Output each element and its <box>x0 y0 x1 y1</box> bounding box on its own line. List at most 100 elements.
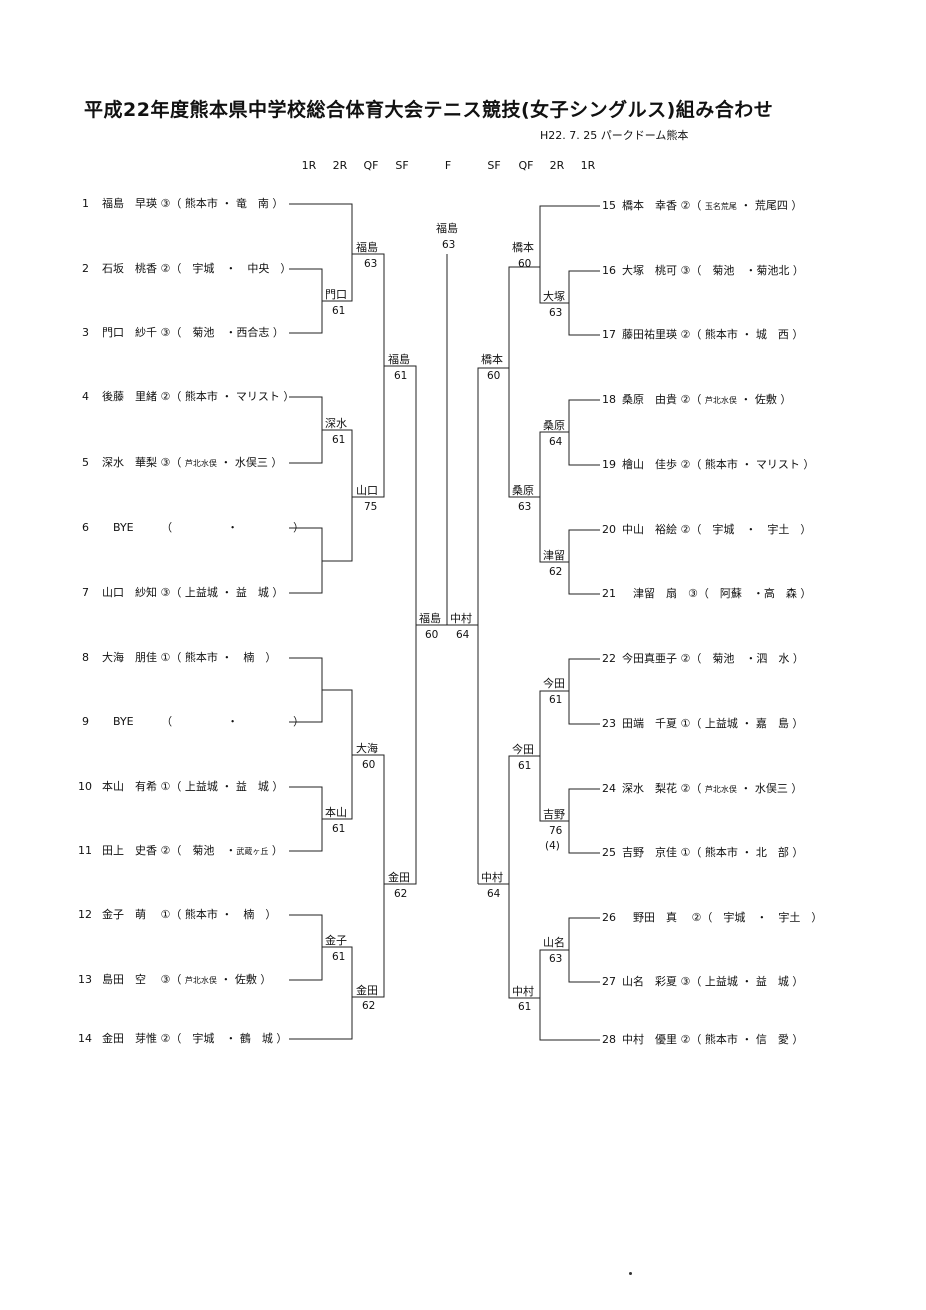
player-number: 3 <box>82 326 89 339</box>
match-winner: 今田 <box>512 743 534 756</box>
player-name: 大塚 桃可 <box>622 264 677 277</box>
player-name: 藤田祐里瑛 <box>622 328 677 341</box>
player-grade: ③ <box>680 264 691 277</box>
player-school: 鶴 城 <box>239 1032 273 1045</box>
player-region: 宇城 <box>723 911 746 924</box>
player-entry: 9 BYE （ ・ ） <box>82 715 305 728</box>
player-number: 11 <box>78 844 92 857</box>
player-school: マリスト <box>755 458 800 471</box>
bracket-line <box>322 946 353 997</box>
player-school: 宇土 <box>778 911 801 924</box>
player-grade: ② <box>680 458 691 471</box>
bracket-line <box>384 628 417 885</box>
player-number: 9 <box>82 715 89 728</box>
match-score: 62 <box>394 888 408 900</box>
player-name: BYE <box>113 715 134 728</box>
round-header-final: F <box>444 159 452 172</box>
match-score: 62 <box>362 1000 376 1012</box>
player-region: 上益城 <box>184 586 218 599</box>
player-region: 熊本市 <box>704 1033 738 1046</box>
bracket-line <box>322 689 353 755</box>
round-header-left-sf: SF <box>395 159 409 172</box>
match-winner: 今田 <box>543 677 565 690</box>
match-winner: 深水 <box>325 417 347 430</box>
player-number: 1 <box>82 197 89 210</box>
bracket-line <box>384 365 417 628</box>
bracket-line <box>539 497 569 563</box>
player-grade: ② <box>680 328 691 341</box>
bracket-line <box>568 399 600 466</box>
match-score: 63 <box>364 258 378 270</box>
match-winner: 大塚 <box>543 290 565 303</box>
player-name: 深水 華梨 <box>102 456 157 469</box>
bracket-line <box>322 429 353 497</box>
player-name: 檜山 佳歩 <box>622 458 677 471</box>
player-school: 佐敷 <box>754 393 777 406</box>
bracket-line <box>539 998 600 1041</box>
bracket-line <box>539 690 569 756</box>
player-school: 荒尾四 <box>754 199 788 212</box>
player-name: 中山 裕絵 <box>622 523 677 536</box>
player-number: 2 <box>82 262 89 275</box>
player-name: 桑原 由貴 <box>622 393 677 406</box>
player-grade: ① <box>160 908 171 921</box>
player-region: 阿蘇 <box>719 587 742 600</box>
round-header-right-sf: SF <box>487 159 501 172</box>
player-region: 玉名荒尾 <box>704 202 737 211</box>
player-region: 熊本市 <box>184 908 218 921</box>
match-score: 64 <box>487 888 501 900</box>
match-score: 63 <box>549 307 563 319</box>
player-number: 25 <box>602 846 616 859</box>
player-name: 石坂 桃香 <box>102 262 157 275</box>
match-score: 63 <box>518 501 532 513</box>
page-title: 平成22年度熊本県中学校総合体育大会テニス競技(女子シングルス)組み合わせ <box>84 99 774 121</box>
player-name: 山口 紗知 <box>102 586 157 599</box>
player-number: 12 <box>78 908 92 921</box>
player-name: 橋本 幸香 <box>622 199 677 212</box>
match-score: 60 <box>487 370 501 382</box>
player-grade: ② <box>680 1033 691 1046</box>
match-score: 61 <box>518 1001 532 1013</box>
match-score: 60 <box>362 759 376 771</box>
bracket-line <box>289 268 323 334</box>
player-grade: ③ <box>160 456 171 469</box>
player-number: 28 <box>602 1033 616 1046</box>
match-winner: 橋本 <box>481 353 503 366</box>
player-grade: ② <box>160 262 171 275</box>
player-number: 24 <box>602 782 616 795</box>
player-name: 島田 空 <box>102 973 146 986</box>
round-header-right-2r: 2R <box>549 159 565 172</box>
player-school: 水俣三 <box>234 456 268 469</box>
match-winner: 山口 <box>356 484 378 497</box>
player-school: 水俣三 <box>754 782 788 795</box>
match-winner: 金田 <box>388 871 410 884</box>
round-header-left-qf: QF <box>363 159 379 172</box>
match-winner: 門口 <box>325 288 347 301</box>
player-grade: ② <box>680 393 691 406</box>
player-grade: ③ <box>688 587 698 600</box>
player-number: 27 <box>602 975 616 988</box>
bracket-line <box>289 396 323 464</box>
match-winner: 中村 <box>481 871 503 884</box>
bracket-line <box>539 431 569 497</box>
player-region: 上益城 <box>704 975 738 988</box>
final-score: 63 <box>442 239 456 251</box>
player-school: 竜 南 <box>235 197 269 210</box>
player-number: 8 <box>82 651 89 664</box>
bracket-line <box>539 205 600 267</box>
match-winner: 吉野 <box>543 808 565 821</box>
match-winner: 金子 <box>325 934 347 947</box>
match-winner: 本山 <box>325 806 347 819</box>
match-score: 60 <box>425 629 439 641</box>
player-school: 北 部 <box>755 846 789 859</box>
player-region: 菊池 <box>192 844 215 857</box>
player-region: 菊池 <box>192 326 215 339</box>
